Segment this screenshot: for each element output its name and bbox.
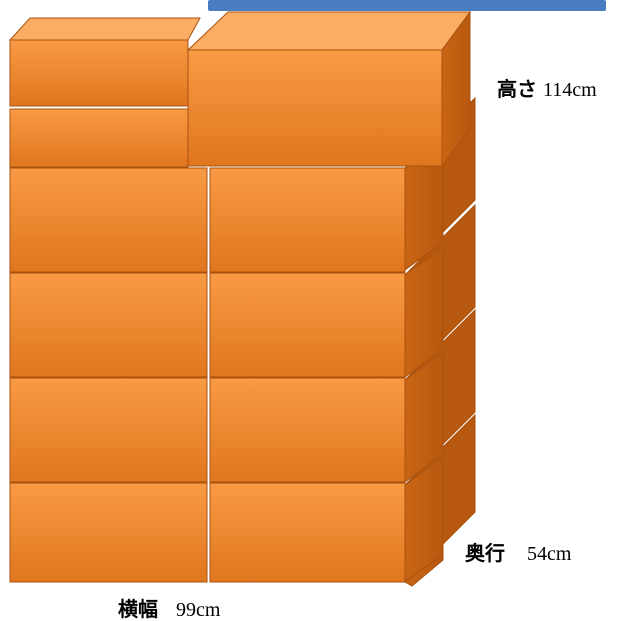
top-right-box-top (186, 11, 471, 51)
width-name: 横幅 (118, 597, 158, 621)
box-r1-c2 (209, 167, 406, 273)
depth-label: 奥行 54cm (465, 543, 571, 564)
top-left-lower-front (9, 108, 189, 168)
depth-name: 奥行 (465, 541, 505, 565)
height-value: 114cm (543, 79, 597, 101)
top-right-box-front (187, 49, 443, 167)
top-banner-bar (208, 0, 606, 11)
box-r3-c1 (9, 377, 208, 483)
lower-box-grid (9, 167, 406, 583)
top-right-box (186, 10, 471, 168)
height-label: 高さ 114cm (497, 79, 597, 100)
box-r2-c2 (209, 272, 406, 378)
top-left-upper-front (9, 39, 189, 107)
inner-side-row-3 (404, 351, 444, 483)
top-right-box-side (441, 10, 471, 168)
box-r3-c2 (209, 377, 406, 483)
box-r4-c2 (209, 482, 406, 583)
top-left-stack (8, 17, 201, 168)
depth-value: 54cm (527, 543, 572, 565)
width-label: 横幅 99cm (118, 599, 220, 620)
inner-side-strip (404, 139, 444, 583)
top-left-upper-top (8, 17, 201, 41)
box-r4-c1 (9, 482, 208, 583)
bottom-right-foot (404, 553, 444, 587)
inner-side-row-2 (404, 246, 444, 378)
box-r1-c1 (9, 167, 208, 273)
width-value: 99cm (176, 599, 221, 621)
height-name: 高さ (497, 77, 537, 101)
box-r2-c1 (9, 272, 208, 378)
